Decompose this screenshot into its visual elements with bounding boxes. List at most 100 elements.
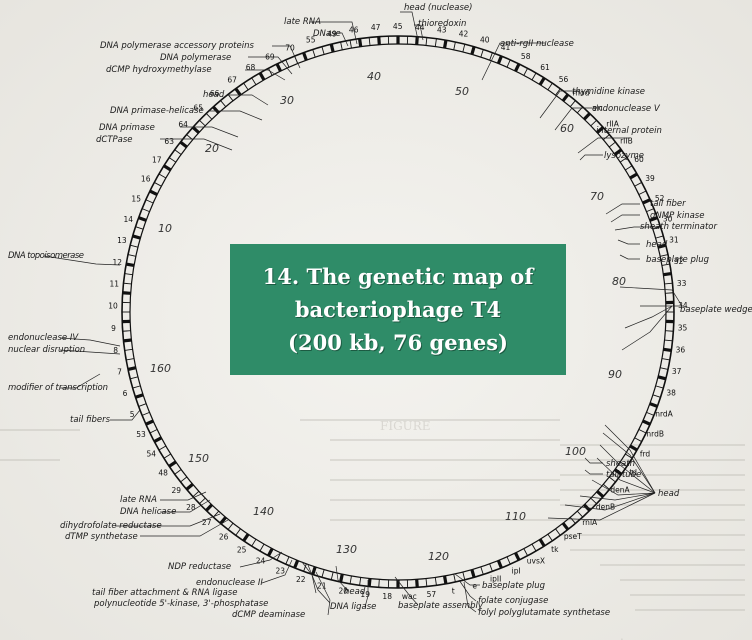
gene-label: 7 — [117, 368, 122, 377]
gene-segment — [251, 77, 257, 85]
gene-segment — [138, 216, 147, 222]
gene-segment — [646, 411, 655, 416]
title-line-3: (200 kb, 76 genes) — [288, 330, 508, 355]
gene-segment — [235, 528, 241, 536]
gene-label: frd — [640, 449, 651, 458]
gene-segment — [321, 569, 325, 578]
gene-segment — [415, 579, 419, 588]
gene-label: 5 — [130, 410, 135, 419]
gene-segment — [462, 571, 466, 580]
label-dcmp-deaminase: dCMP deaminase — [232, 610, 305, 620]
scale-80: 80 — [612, 275, 626, 288]
gene-segment — [258, 72, 266, 81]
gene-label: 45 — [393, 22, 403, 31]
label-thioredoxin: thioredoxin — [418, 19, 466, 29]
gene-label: wac — [402, 592, 417, 601]
gene-label: 49 — [327, 30, 337, 39]
scale-140: 140 — [253, 505, 274, 518]
gene-segment — [531, 543, 537, 552]
gene-segment — [664, 339, 673, 342]
label-internal-protein: internal protein — [596, 126, 662, 136]
gene-segment — [145, 199, 154, 204]
gene-segment — [619, 157, 628, 163]
gene-label: 68 — [246, 63, 256, 72]
label-dtmp-synthetase: dTMP synthetase — [65, 532, 138, 542]
gene-segment — [163, 453, 171, 459]
svg-text:.: . — [620, 629, 624, 640]
gene-segment — [340, 41, 343, 50]
gene-label: rIIB — [620, 137, 633, 146]
label-dna-primase: DNA primase — [99, 123, 155, 133]
gene-label: denB — [596, 502, 615, 511]
gene-segment — [293, 559, 300, 569]
gene-segment — [514, 63, 521, 72]
gene-segment — [339, 573, 344, 583]
gene-segment — [122, 330, 131, 332]
gene-segment — [649, 402, 658, 408]
gene-segment — [561, 522, 570, 531]
label-dna-polymerase: DNA polymerase — [160, 53, 231, 63]
gene-segment — [153, 436, 163, 443]
label-ndp-reductase: NDP reductase — [168, 562, 231, 572]
gene-segment — [180, 476, 188, 483]
gene-label: 58 — [521, 52, 531, 61]
gene-label: 34 — [678, 301, 688, 310]
gene-segment — [555, 88, 561, 96]
label-dna-ligase: DNA ligase — [330, 602, 376, 612]
gene-segment — [135, 393, 144, 399]
label-dcmp-hydroxymethylase: dCMP hydroxymethylase — [106, 65, 212, 75]
gene-segment — [634, 182, 642, 187]
gene-segment — [303, 563, 307, 572]
gene-segment — [192, 490, 200, 498]
label-baseplate-plug-bottom: baseplate plug — [482, 581, 546, 591]
gene-segment — [174, 469, 182, 475]
gene-label: 48 — [158, 468, 168, 477]
gene-label: 22 — [296, 575, 306, 584]
label-dna-topoisomerase: DNA topoisomerase — [8, 251, 84, 261]
gene-segment — [132, 234, 141, 240]
gene-label: 21 — [317, 582, 327, 591]
gene-segment — [638, 190, 647, 195]
label-late-rna-top: late RNA — [284, 17, 321, 27]
gene-segment — [660, 367, 669, 370]
gene-segment — [538, 77, 546, 86]
gene-label: 25 — [237, 545, 247, 554]
gene-segment — [425, 578, 428, 587]
gene-segment — [470, 46, 476, 55]
gene-segment — [168, 460, 177, 468]
title-line-1: 14. The genetic map of — [262, 264, 534, 289]
gene-segment — [302, 52, 308, 61]
gene-segment — [583, 112, 591, 121]
scale-150: 150 — [188, 452, 209, 465]
gene-segment — [321, 46, 325, 55]
gene-segment — [130, 244, 139, 248]
gene-label: 66 — [210, 89, 220, 98]
gene-segment — [663, 347, 672, 352]
gene-segment — [158, 173, 167, 179]
gene-label: 37 — [672, 367, 682, 376]
gene-segment — [123, 282, 132, 285]
gene-segment — [569, 517, 576, 524]
gene-segment — [660, 254, 669, 257]
label-head-bottom-right: head — [658, 489, 680, 499]
label-dnase: DNase — [313, 29, 341, 39]
title-line-2: bacteriophage T4 — [294, 297, 502, 322]
gene-label: 14 — [124, 215, 134, 224]
gene-segment — [135, 226, 144, 230]
scale-110: 110 — [505, 510, 526, 523]
gene-label: 33 — [677, 279, 687, 288]
svg-text:FIGURE: FIGURE — [380, 419, 431, 433]
gene-segment — [555, 528, 561, 536]
gene-segment — [480, 49, 484, 58]
gene-label: 6 — [123, 389, 128, 398]
gene-segment — [141, 411, 150, 416]
gene-segment — [199, 119, 206, 127]
gene-segment — [243, 82, 249, 91]
gene-segment — [415, 36, 419, 45]
gene-segment — [367, 578, 372, 587]
gene-segment — [174, 149, 182, 155]
gene-segment — [199, 497, 206, 505]
gene-segment — [523, 548, 528, 556]
gene-segment — [220, 100, 227, 107]
